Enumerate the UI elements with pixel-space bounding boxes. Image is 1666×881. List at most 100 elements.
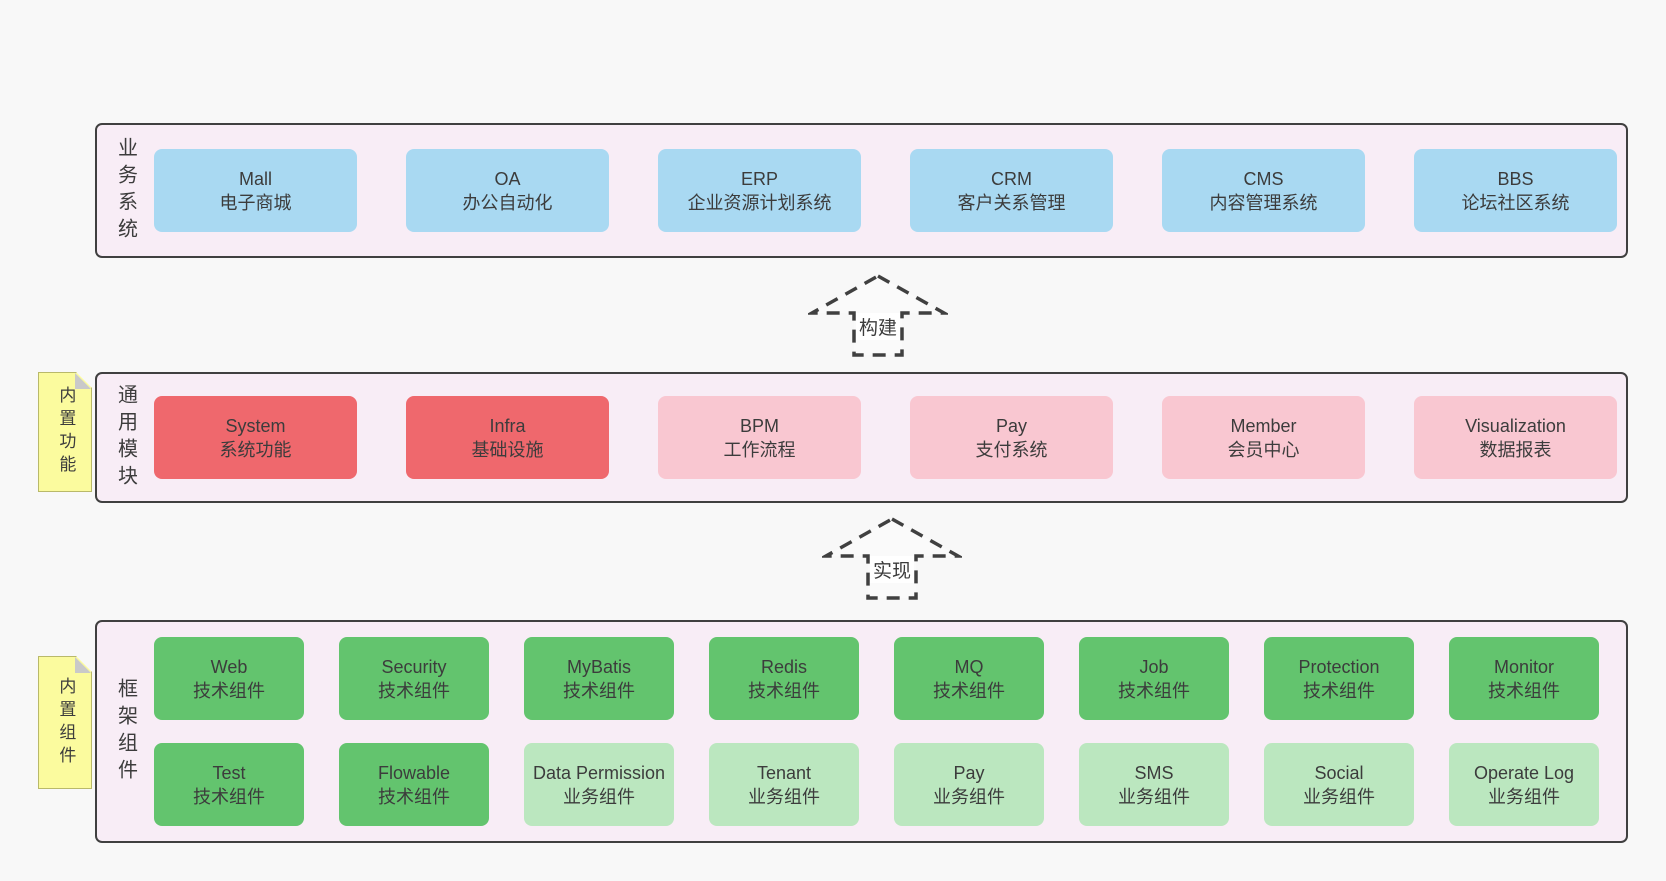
- note-built-in-features: 内置功能: [38, 372, 92, 492]
- box-test: Test 技术组件: [154, 743, 304, 826]
- box-subtitle: 业务组件: [563, 786, 635, 807]
- band-label-text: 通用模块: [114, 383, 137, 492]
- note-text: 内置组件: [56, 676, 76, 769]
- box-infra: Infra 基础设施: [406, 396, 609, 479]
- box-subtitle: 业务组件: [933, 786, 1005, 807]
- box-title: Security: [381, 656, 447, 677]
- box-title: Test: [212, 762, 246, 783]
- box-redis: Redis 技术组件: [709, 637, 859, 720]
- box-title: ERP: [740, 168, 778, 189]
- box-subtitle: 技术组件: [193, 680, 265, 701]
- band-business-systems: 业务系统 Mall 电子商城 OA 办公自动化 ERP 企业资源计划系统 CRM…: [95, 123, 1628, 258]
- box-bpm: BPM 工作流程: [658, 396, 861, 479]
- box-subtitle: 技术组件: [378, 680, 450, 701]
- box-subtitle: 业务组件: [1118, 786, 1190, 807]
- box-title: Member: [1230, 415, 1297, 436]
- box-mall: Mall 电子商城: [154, 149, 357, 232]
- box-title: Operate Log: [1473, 762, 1575, 783]
- band-label-business-systems: 业务系统: [97, 125, 154, 256]
- band-label-framework-components: 框架组件: [97, 622, 154, 841]
- box-title: Data Permission: [532, 762, 666, 783]
- box-title: Infra: [489, 415, 526, 436]
- framework-row-1: Web 技术组件 Security 技术组件 MyBatis 技术组件 Redi…: [154, 637, 1626, 720]
- arrow-implement-label: 实现: [869, 556, 915, 583]
- box-title: SMS: [1134, 762, 1174, 783]
- box-tenant: Tenant 业务组件: [709, 743, 859, 826]
- band-boxes: Mall 电子商城 OA 办公自动化 ERP 企业资源计划系统 CRM 客户关系…: [154, 125, 1626, 256]
- box-subtitle: 办公自动化: [462, 192, 553, 213]
- box-subtitle: 业务组件: [1303, 786, 1375, 807]
- framework-row-2: Test 技术组件 Flowable 技术组件 Data Permission …: [154, 743, 1626, 826]
- box-subtitle: 工作流程: [723, 439, 796, 460]
- band-label-common-modules: 通用模块: [97, 374, 154, 501]
- box-title: Mall: [238, 168, 272, 189]
- box-subtitle: 基础设施: [471, 439, 544, 460]
- box-mq: MQ 技术组件: [894, 637, 1044, 720]
- box-title: BPM: [739, 415, 779, 436]
- box-title: System: [225, 415, 286, 436]
- box-erp: ERP 企业资源计划系统: [658, 149, 861, 232]
- box-subtitle: 论坛社区系统: [1461, 192, 1570, 213]
- box-title: Social: [1314, 762, 1364, 783]
- box-protection: Protection 技术组件: [1264, 637, 1414, 720]
- box-title: Web: [210, 656, 248, 677]
- box-title: CRM: [991, 168, 1032, 189]
- box-security: Security 技术组件: [339, 637, 489, 720]
- note-built-in-components: 内置组件: [38, 656, 92, 789]
- band-common-modules: 通用模块 System 系统功能 Infra 基础设施 BPM 工作流程 Pay…: [95, 372, 1628, 503]
- box-subtitle: 技术组件: [933, 680, 1005, 701]
- box-subtitle: 系统功能: [219, 439, 292, 460]
- box-visualization: Visualization 数据报表: [1414, 396, 1617, 479]
- arrow-build: 构建: [808, 273, 948, 358]
- box-title: BBS: [1497, 168, 1534, 189]
- band-framework-components: 框架组件 Web 技术组件 Security 技术组件 MyBatis 技术组件…: [95, 620, 1628, 843]
- box-crm: CRM 客户关系管理: [910, 149, 1113, 232]
- box-subtitle: 技术组件: [563, 680, 635, 701]
- box-operate-log: Operate Log 业务组件: [1449, 743, 1599, 826]
- box-pay-module: Pay 支付系统: [910, 396, 1113, 479]
- box-subtitle: 技术组件: [1303, 680, 1375, 701]
- box-title: OA: [494, 168, 521, 189]
- arrow-implement: 实现: [822, 516, 962, 601]
- box-subtitle: 业务组件: [748, 786, 820, 807]
- box-social: Social 业务组件: [1264, 743, 1414, 826]
- box-subtitle: 企业资源计划系统: [687, 192, 832, 213]
- box-title: CMS: [1243, 168, 1284, 189]
- box-title: Monitor: [1493, 656, 1555, 677]
- band-rows: Web 技术组件 Security 技术组件 MyBatis 技术组件 Redi…: [154, 622, 1626, 841]
- box-title: Redis: [760, 656, 808, 677]
- box-subtitle: 业务组件: [1488, 786, 1560, 807]
- band-label-text: 框架组件: [114, 677, 137, 786]
- arrow-build-label: 构建: [855, 313, 901, 340]
- box-subtitle: 技术组件: [748, 680, 820, 701]
- box-subtitle: 客户关系管理: [957, 192, 1066, 213]
- band-label-text: 业务系统: [114, 136, 137, 245]
- box-subtitle: 支付系统: [975, 439, 1048, 460]
- box-title: Protection: [1298, 656, 1380, 677]
- box-subtitle: 技术组件: [378, 786, 450, 807]
- box-subtitle: 技术组件: [1488, 680, 1560, 701]
- box-title: MyBatis: [566, 656, 631, 677]
- box-monitor: Monitor 技术组件: [1449, 637, 1599, 720]
- box-web: Web 技术组件: [154, 637, 304, 720]
- note-text: 内置功能: [56, 386, 76, 478]
- box-subtitle: 电子商城: [219, 192, 292, 213]
- box-subtitle: 会员中心: [1227, 439, 1300, 460]
- box-title: Tenant: [756, 762, 812, 783]
- box-oa: OA 办公自动化: [406, 149, 609, 232]
- box-job: Job 技术组件: [1079, 637, 1229, 720]
- box-subtitle: 数据报表: [1479, 439, 1552, 460]
- band-boxes: System 系统功能 Infra 基础设施 BPM 工作流程 Pay 支付系统…: [154, 374, 1626, 501]
- box-subtitle: 技术组件: [1118, 680, 1190, 701]
- box-mybatis: MyBatis 技术组件: [524, 637, 674, 720]
- box-flowable: Flowable 技术组件: [339, 743, 489, 826]
- box-sms: SMS 业务组件: [1079, 743, 1229, 826]
- box-cms: CMS 内容管理系统: [1162, 149, 1365, 232]
- box-bbs: BBS 论坛社区系统: [1414, 149, 1617, 232]
- box-title: MQ: [954, 656, 984, 677]
- box-title: Pay: [995, 415, 1028, 436]
- box-system: System 系统功能: [154, 396, 357, 479]
- box-member: Member 会员中心: [1162, 396, 1365, 479]
- box-data-permission: Data Permission 业务组件: [524, 743, 674, 826]
- box-title: Pay: [953, 762, 985, 783]
